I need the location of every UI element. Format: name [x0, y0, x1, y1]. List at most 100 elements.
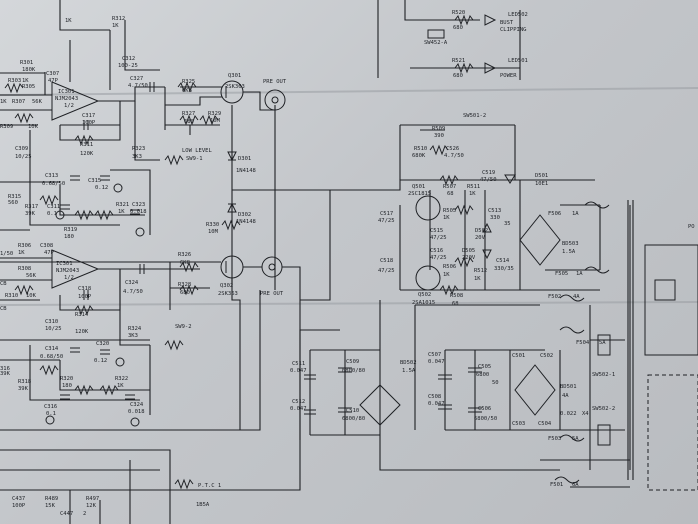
label-r326: R326	[178, 252, 191, 258]
capacitor-c505	[468, 367, 482, 373]
label-c447-value: 2	[83, 511, 86, 517]
label-r324-value: 3K3	[128, 333, 138, 339]
label-r511: R511	[467, 184, 480, 190]
label-r305-value: 1K	[0, 99, 7, 105]
label-c508: C508	[428, 394, 441, 400]
capacitor-c324b	[125, 394, 135, 400]
label-bd502: BD502	[400, 360, 417, 366]
label-bd502-value: 1.5A	[402, 368, 416, 374]
jfet-q301	[220, 80, 244, 104]
capacitor-c315	[100, 175, 110, 181]
marker-m-lower-1	[115, 357, 125, 367]
label-r310: R310	[5, 293, 18, 299]
capacitor-c509	[338, 367, 352, 373]
led-501	[484, 62, 497, 74]
label-c514: C514	[496, 258, 510, 264]
capacitor-c511	[304, 374, 316, 380]
diode-d302	[227, 202, 237, 213]
label-r301-value: 180K	[22, 67, 36, 73]
label-r308-value: 56K	[26, 273, 37, 279]
label-r315: R315	[8, 194, 21, 200]
zener-d502	[482, 222, 492, 233]
resistor-r310	[14, 284, 34, 296]
label-top-r2: R312	[112, 16, 125, 22]
capacitor-c318	[83, 290, 89, 300]
label-c504: C504	[538, 421, 552, 427]
diode-d501	[504, 174, 516, 184]
label-r322: R322	[115, 376, 128, 382]
label-c323: C323	[132, 202, 145, 208]
lower-output-stage	[169, 190, 331, 440]
resistor-r510	[429, 144, 449, 156]
label-r512: R512	[474, 268, 487, 274]
label-c327: C327	[130, 76, 143, 82]
capacitor-c507	[438, 374, 452, 380]
label-d502: D502	[475, 228, 488, 234]
capacitor-c311	[60, 204, 70, 210]
label-r512-value: 1K	[474, 276, 481, 282]
label-f505-value: 1A	[576, 271, 583, 277]
label-low-level: LOW LEVEL	[182, 148, 212, 154]
marker-m-lower-3	[45, 415, 55, 425]
label-r520: R520	[452, 10, 465, 16]
label-r511-value: 1K	[469, 191, 476, 197]
label-r508: R508	[450, 293, 463, 299]
bridge-rectifier-bd501	[514, 364, 556, 416]
label-c313-value: 0.68/50	[42, 181, 65, 187]
label-ic301-bottom-part: NJM2043	[56, 268, 79, 274]
label-sw9-2: SW9-2	[175, 324, 192, 330]
label-r315-value: 560	[8, 200, 18, 206]
label-q501-part: 2SC1815	[408, 191, 431, 197]
label-f502-value: 4A	[573, 294, 580, 300]
resistor-r520	[454, 14, 474, 26]
label-c317: C317	[82, 113, 95, 119]
label-r314: R314	[75, 312, 89, 318]
resistor-r309	[14, 112, 34, 124]
label-bd503-value: 1.5A	[562, 249, 576, 255]
label-f502: F502	[548, 294, 561, 300]
capacitor-c508	[438, 404, 452, 410]
resistor-r318	[39, 364, 59, 376]
label-c501: C501	[512, 353, 525, 359]
label-f506-value: 1A	[572, 211, 579, 217]
label-c313: C313	[45, 173, 58, 179]
upper-output-stage	[0, 80, 420, 290]
label-f503-value: 5A	[572, 436, 579, 442]
label-pre-out-top: PRE OUT	[263, 79, 287, 85]
capacitor-c316	[60, 394, 70, 400]
resistor-r324	[164, 339, 184, 351]
right-edge-block	[644, 244, 698, 491]
label-c516: C516	[430, 248, 443, 254]
label-r306: R306	[18, 243, 31, 249]
label-c515: C515	[430, 228, 443, 234]
marker-m-lower-2	[130, 417, 140, 427]
label-r326-value: 6K8	[180, 260, 190, 266]
label-r330: R330	[206, 222, 219, 228]
label-r509: R509	[432, 126, 445, 132]
label-r308: R308	[18, 266, 31, 272]
label-r507-value: 68	[447, 191, 454, 197]
label-q501: Q501	[412, 184, 425, 190]
resistor-r320	[74, 384, 94, 396]
label-c505: C505	[478, 364, 491, 370]
label-c513-volt: 35	[504, 221, 511, 227]
label-led502-clipping: CLIPPING	[500, 27, 527, 33]
label-r322-value: 1K	[117, 383, 124, 389]
label-c515-value: 47/25	[430, 235, 447, 241]
label-c310: C310	[45, 319, 58, 325]
resistor-r329	[199, 114, 219, 126]
label-sw502-2: SW502-2	[592, 406, 615, 412]
label-left-edge-0: 316	[0, 366, 10, 372]
capacitor-c324	[139, 264, 145, 274]
label-low-level-sw: SW9-1	[186, 156, 203, 162]
label-r319-value: 180	[64, 234, 74, 240]
label-q502: Q502	[418, 292, 431, 298]
label-top-c-value: 100-25	[118, 63, 138, 69]
label-c327-value: 4.7/50	[128, 83, 148, 89]
label-r318-value: 39K	[18, 386, 29, 392]
label-c324b: C324	[130, 402, 144, 408]
transistor-q501	[415, 195, 441, 221]
label-c317-value: 100P	[82, 120, 96, 126]
capacitor-c510	[338, 407, 352, 413]
label-r309-value: 10K	[28, 124, 39, 130]
